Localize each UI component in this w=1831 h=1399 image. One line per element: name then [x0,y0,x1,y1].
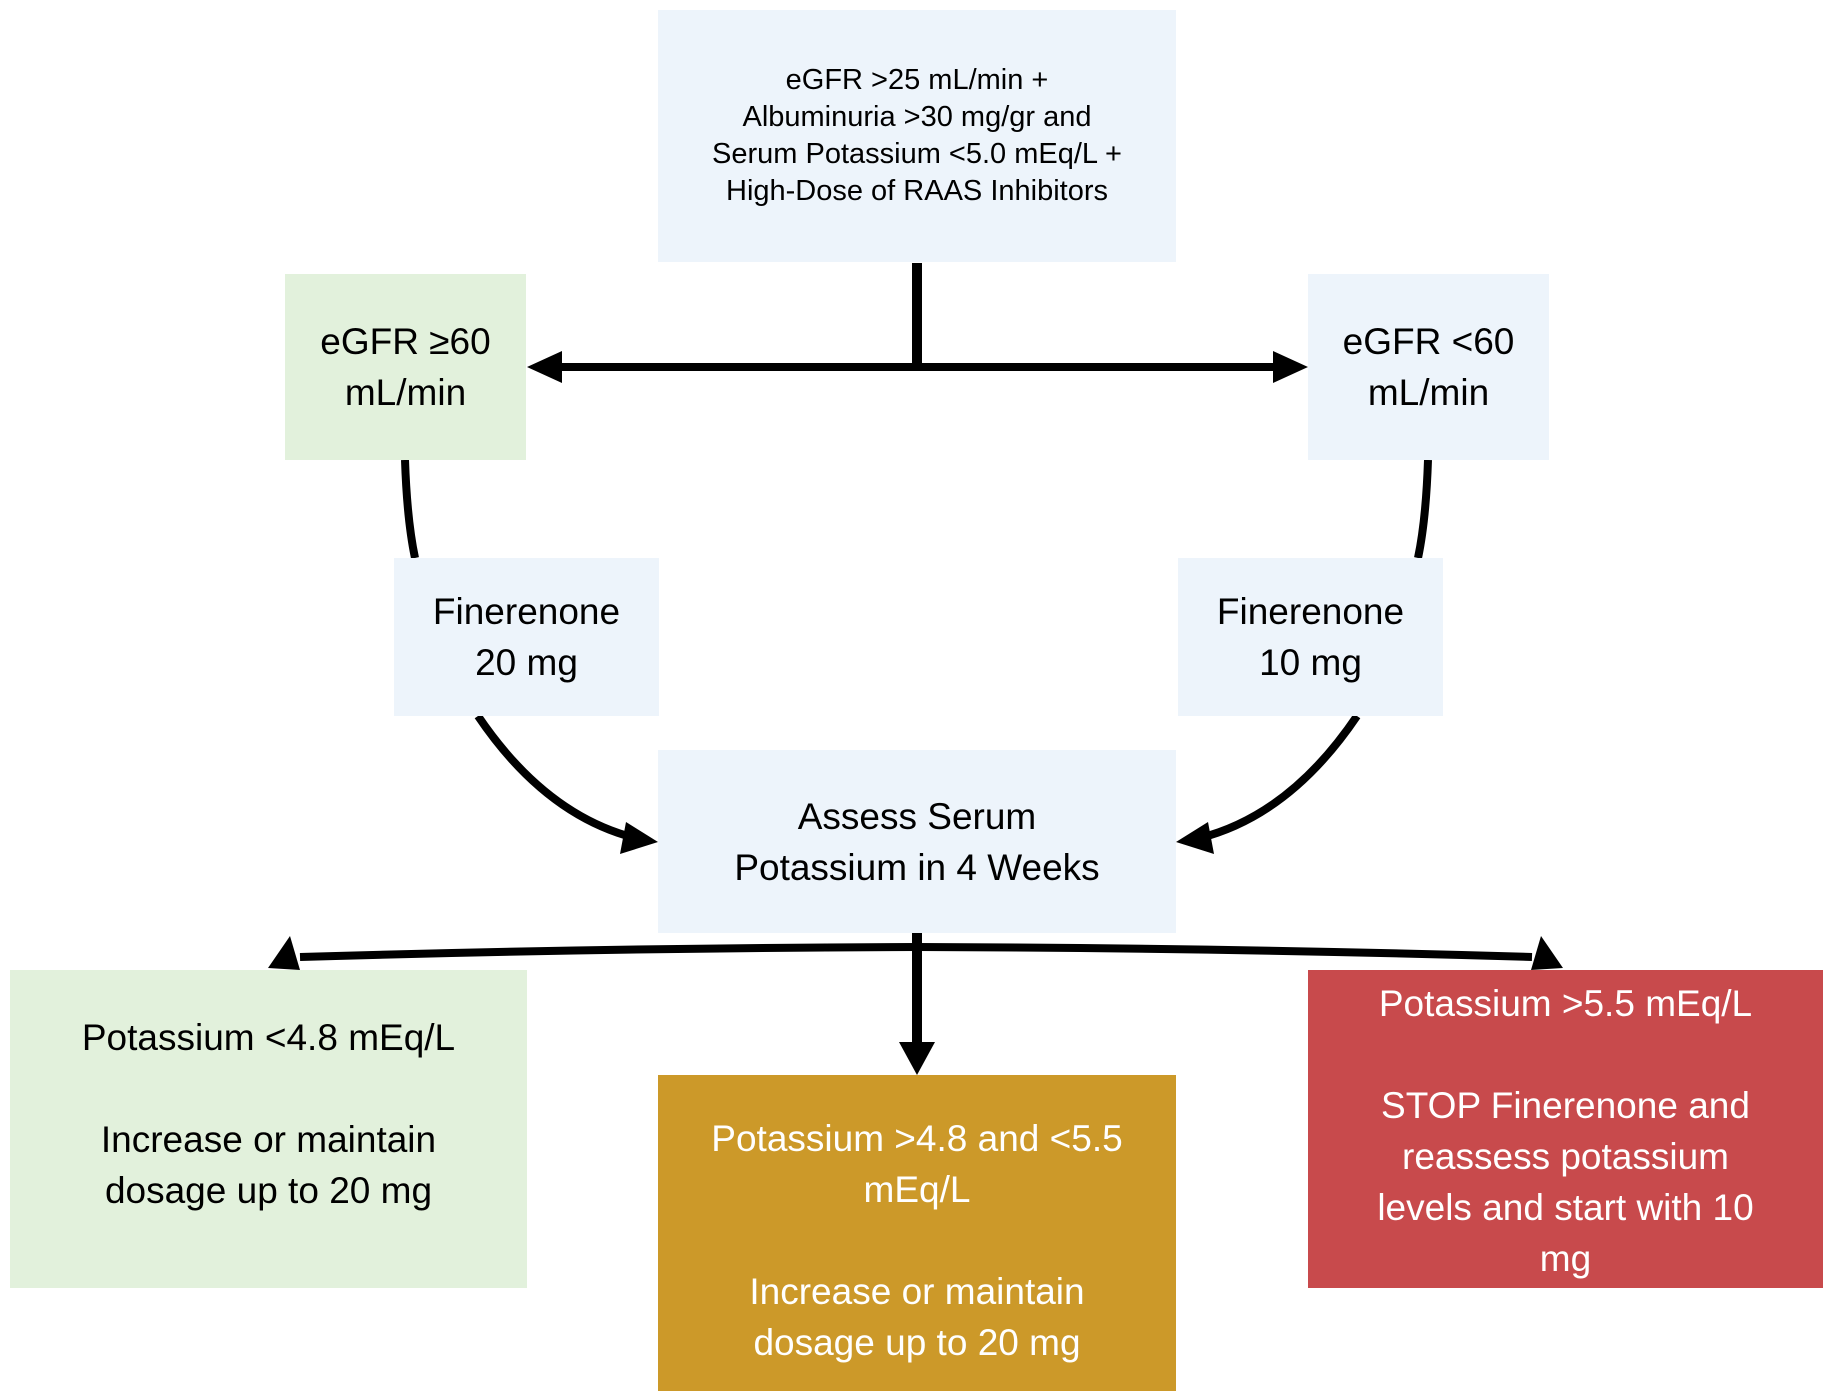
edge-dose-10-to-assess [1199,713,1361,842]
arrowhead-mid-k [899,1042,935,1075]
high-k-action-line: levels and start with 10 [1377,1187,1754,1228]
egfr-high-box: eGFR ≥60 mL/min [285,274,526,460]
egfr-high-line: eGFR ≥60 [320,321,491,362]
arrowhead-low-k [268,936,300,970]
assess-line: Assess Serum [797,795,1037,837]
egfr-low-box: eGFR <60 mL/min [1308,274,1549,460]
low-k-action-line: Increase or maintain [100,1119,437,1160]
high-k-heading: Potassium >5.5 mEq/L [1378,983,1753,1024]
edge-assess-to-high-k [916,943,1533,961]
egfr-high-line: mL/min [344,372,467,413]
finerenone-20mg-box: Finerenone 20 mg [394,558,659,716]
criteria-line: High-Dose of RAAS Inhibitors [726,175,1108,207]
egfr-low-line: mL/min [1367,372,1490,413]
dose-10-line: 10 mg [1259,642,1362,683]
edge-egfr-high-to-dose-20 [401,459,419,559]
edge-dose-20-to-assess [474,713,636,842]
finerenone-10mg-box: Finerenone 10 mg [1178,558,1443,716]
arrowhead-egfr-low [1273,351,1308,383]
egfr-low-line: eGFR <60 [1342,321,1515,362]
arrowhead-egfr-high [527,351,562,383]
potassium-mid-box: Potassium >4.8 and <5.5 mEq/L Increase o… [658,1075,1176,1391]
low-k-action-line: dosage up to 20 mg [104,1170,433,1211]
mid-k-heading-line: mEq/L [863,1169,971,1210]
low-k-heading: Potassium <4.8 mEq/L [81,1017,456,1058]
dose-10-line: Finerenone [1216,591,1405,632]
potassium-low-box: Potassium <4.8 mEq/L Increase or maintai… [10,970,527,1288]
criteria-line: Serum Potassium <5.0 mEq/L + [712,138,1122,170]
mid-k-heading-line: Potassium >4.8 and <5.5 [711,1118,1123,1159]
mid-k-action-line: Increase or maintain [749,1271,1085,1312]
potassium-high-box: Potassium >5.5 mEq/L STOP Finerenone and… [1308,970,1823,1288]
mid-k-action-line: dosage up to 20 mg [753,1322,1081,1363]
arrowhead-high-k [1531,936,1563,970]
high-k-action-line: STOP Finerenone and [1381,1085,1750,1126]
edge-assess-to-low-k [299,943,918,961]
edge-egfr-low-to-dose-10 [1414,459,1432,559]
high-k-action-line: mg [1539,1238,1592,1279]
criteria-line: eGFR >25 mL/min + [785,64,1049,96]
dose-20-line: Finerenone [432,591,621,632]
high-k-action-line: reassess potassium [1402,1136,1729,1177]
dose-20-line: 20 mg [475,642,578,683]
assess-line: Potassium in 4 Weeks [734,846,1100,888]
arrowhead-assess-left [620,822,658,854]
eligibility-criteria-box: eGFR >25 mL/min + Albuminuria >30 mg/gr … [658,10,1176,262]
criteria-line: Albuminuria >30 mg/gr and [742,101,1092,133]
arrowhead-assess-right [1176,822,1214,854]
assess-potassium-box: Assess Serum Potassium in 4 Weeks [658,750,1176,933]
